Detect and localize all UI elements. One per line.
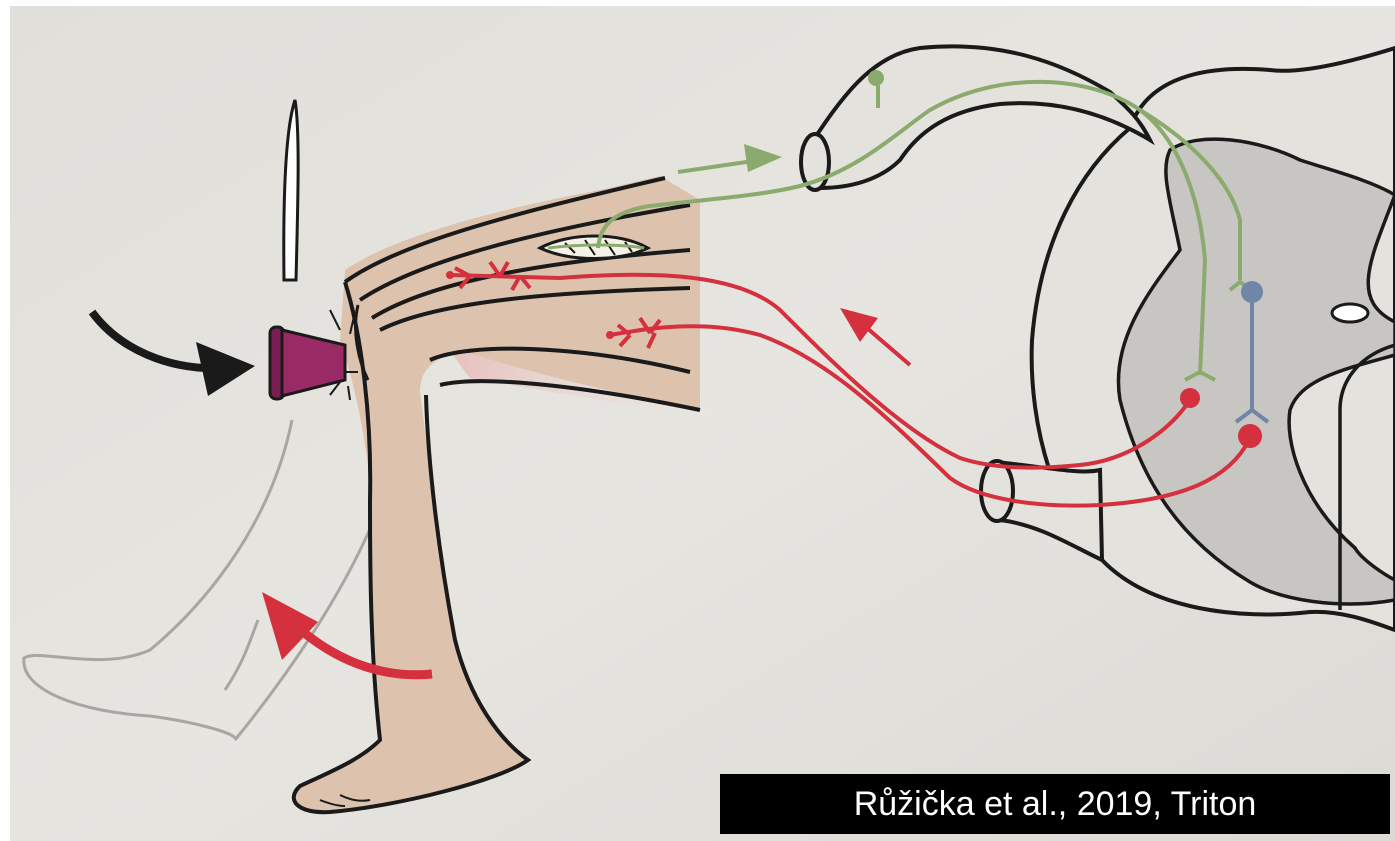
central-canal: [1332, 304, 1368, 322]
ventral-root-cut-end: [981, 461, 1013, 521]
credit-caption: Růžička et al., 2019, Triton: [720, 774, 1390, 834]
motor-terminal-2: [606, 331, 614, 339]
motor-terminal-1: [446, 271, 454, 279]
motor-neuron-soma-2: [1238, 424, 1262, 448]
motor-neuron-soma-1: [1180, 388, 1200, 408]
sensory-neuron-soma: [868, 70, 884, 86]
credit-text: Růžička et al., 2019, Triton: [854, 785, 1257, 824]
